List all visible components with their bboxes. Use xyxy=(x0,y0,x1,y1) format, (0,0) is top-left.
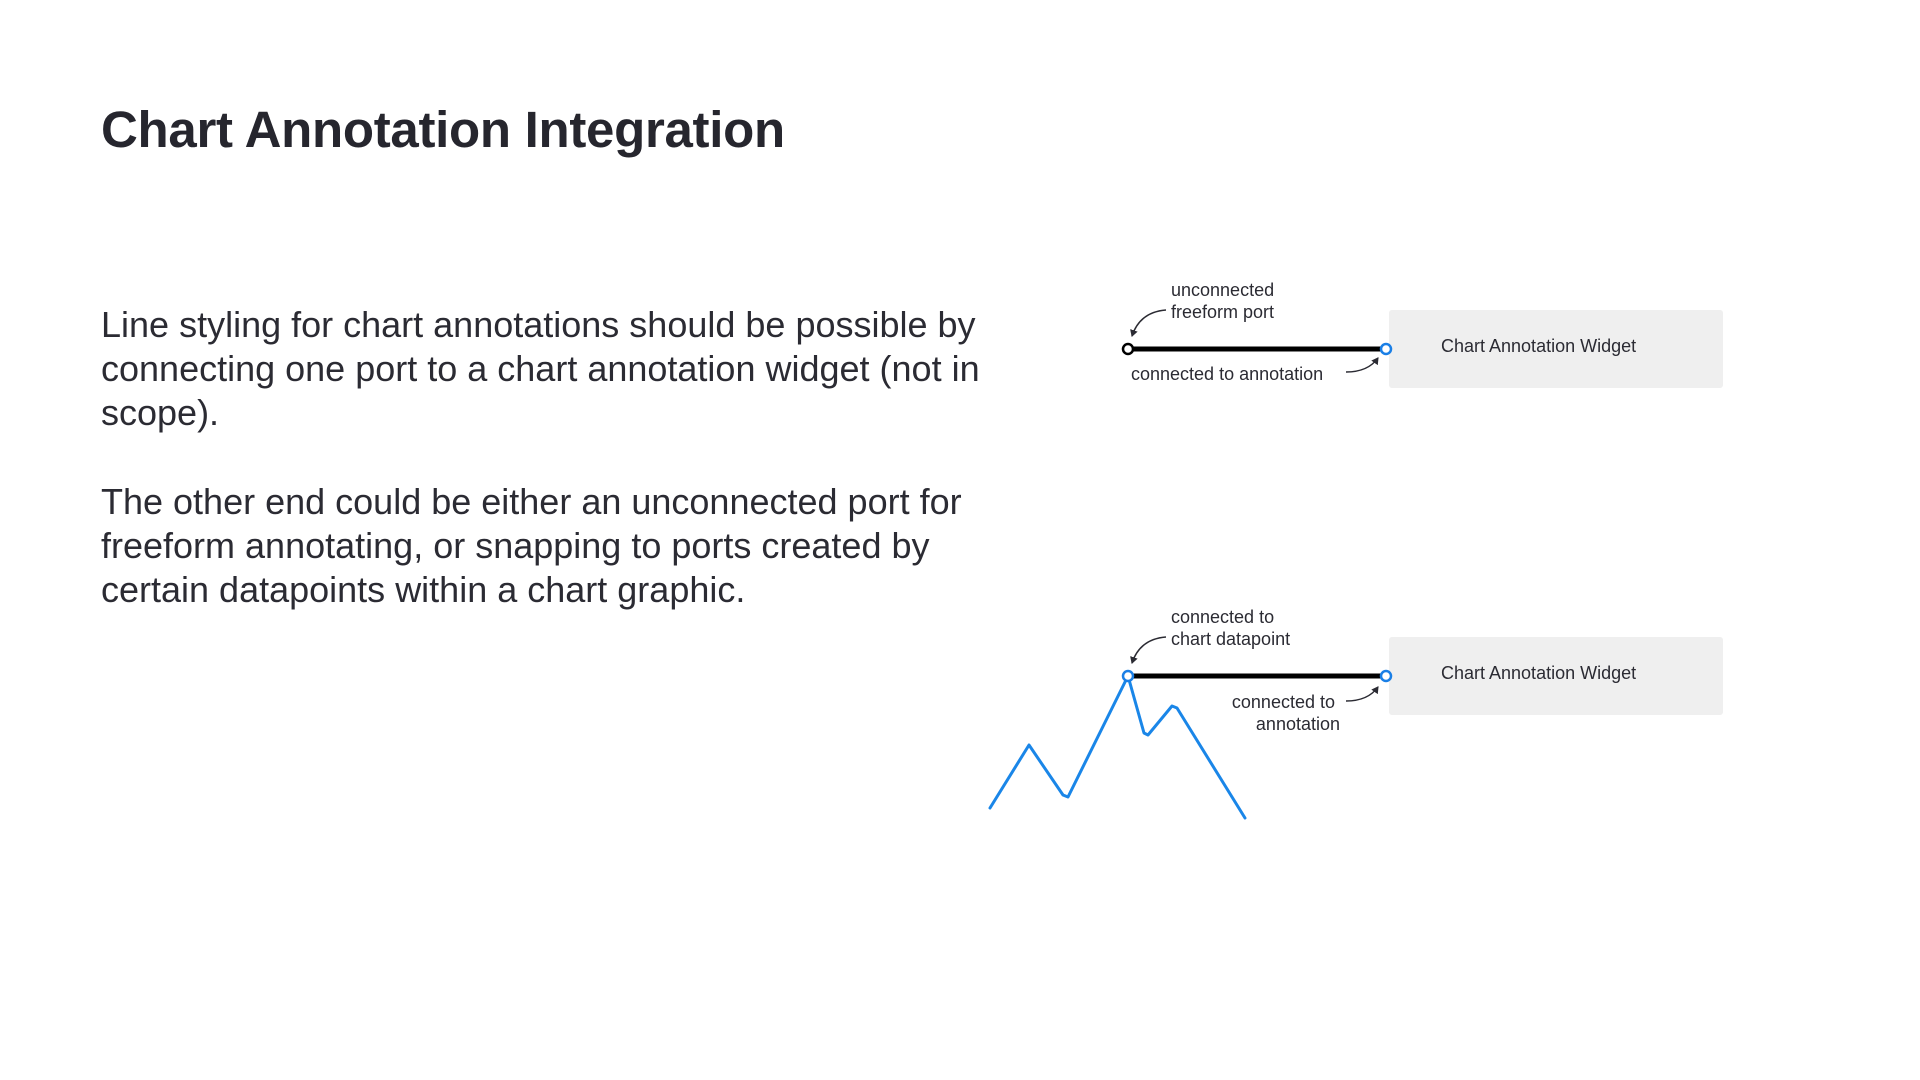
chart-annotation-widget[interactable] xyxy=(1389,310,1723,388)
pointer-arrow-annotation xyxy=(1345,357,1379,373)
connected-to-annotation-label: connected to annotation xyxy=(1232,692,1340,734)
pointer-arrow-annotation xyxy=(1345,686,1379,702)
example-unconnected: Chart Annotation Widget unconnected free… xyxy=(1121,280,1723,388)
widget-port[interactable] xyxy=(1379,342,1393,356)
widget-port[interactable] xyxy=(1379,669,1393,683)
pointer-arrow-port xyxy=(1130,636,1167,664)
connected-to-annotation-label: connected to annotation xyxy=(1131,364,1323,384)
chart-annotation-widget[interactable] xyxy=(1389,637,1723,715)
pointer-arrow-port xyxy=(1130,309,1167,337)
chart-series-line xyxy=(988,674,1247,820)
unconnected-port[interactable] xyxy=(1121,342,1135,356)
example-chart-datapoint: Chart Annotation Widget connected to cha… xyxy=(988,607,1723,820)
datapoint-port[interactable] xyxy=(1121,669,1135,683)
slide-title: Chart Annotation Integration xyxy=(101,101,785,158)
chart-annotation-widget-label: Chart Annotation Widget xyxy=(1441,336,1636,356)
chart-datapoint-port-label: connected to chart datapoint xyxy=(1171,607,1290,649)
body-paragraph-1: Line styling for chart annotations shoul… xyxy=(101,304,980,433)
chart-annotation-widget-label: Chart Annotation Widget xyxy=(1441,663,1636,683)
body-paragraph-2: The other end could be either an unconne… xyxy=(101,481,962,610)
unconnected-port-label: unconnected freeform port xyxy=(1171,280,1279,322)
